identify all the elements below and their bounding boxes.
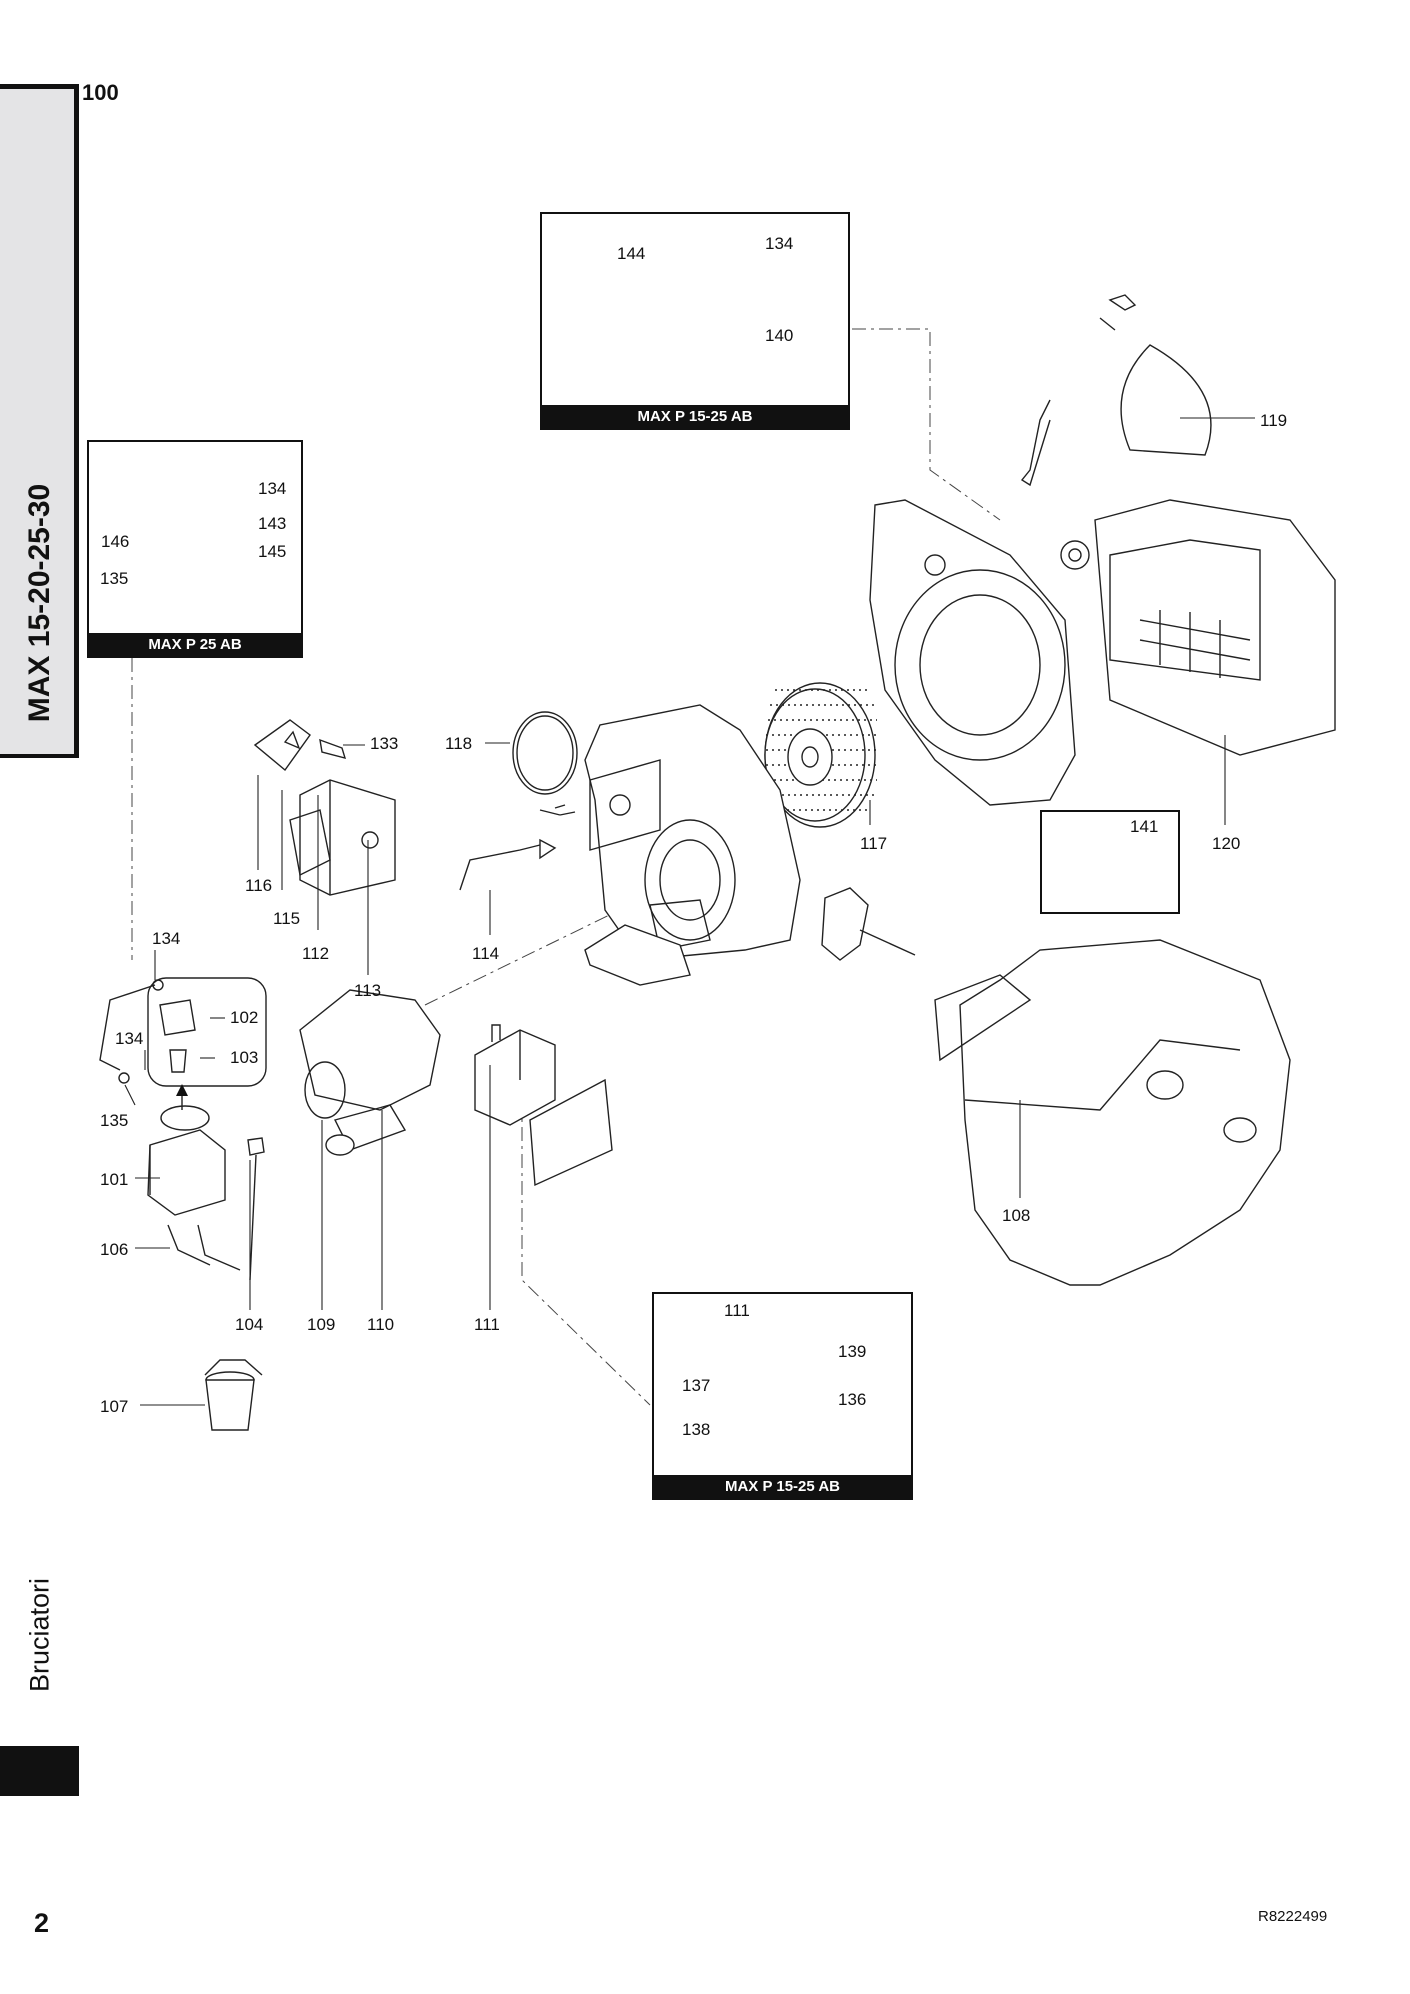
callout-138: 138 <box>682 1420 711 1439</box>
callout-140: 140 <box>765 326 794 345</box>
callout-111: 111 <box>724 1301 750 1320</box>
callout-118: 118 <box>445 734 473 753</box>
callout-135: 135 <box>100 569 129 588</box>
callout-145: 145 <box>258 542 287 561</box>
inset-top: MAX P 15-25 AB <box>540 212 850 430</box>
part-117-fan-wheel <box>764 682 879 828</box>
callout-146: 146 <box>101 532 130 551</box>
callout-113: 113 <box>354 981 382 1000</box>
callout-144: 144 <box>617 244 646 263</box>
callout-134: 134 <box>152 929 181 948</box>
part-108-cover <box>934 939 1291 1286</box>
part-120-air-box <box>1094 499 1336 756</box>
part-106-hoses <box>167 1224 241 1271</box>
part-pipe <box>99 984 156 1071</box>
inset-left-label: MAX P 25 AB <box>89 633 301 656</box>
part-112-control-box <box>289 779 396 896</box>
callout-134: 134 <box>765 234 794 253</box>
callout-143: 143 <box>258 514 287 533</box>
part-bracket <box>584 924 691 986</box>
callout-104: 104 <box>235 1315 264 1334</box>
part-flange-plate <box>821 887 869 961</box>
callout-102: 102 <box>230 1008 259 1027</box>
part-114-lead <box>459 844 541 891</box>
part-118-o-ring <box>512 711 578 795</box>
inset-clip <box>1040 810 1180 914</box>
callout-137: 137 <box>682 1376 711 1395</box>
callout-119: 119 <box>1260 411 1288 430</box>
part-housing-flange <box>869 499 1090 806</box>
sidebar-tab <box>0 84 79 754</box>
solenoid-inset-frame <box>147 977 267 1087</box>
callout-136: 136 <box>838 1390 867 1409</box>
part-gasket <box>529 1078 613 1187</box>
callout-107: 107 <box>100 1397 129 1416</box>
part-burner-housing <box>584 704 801 961</box>
part-133-plug <box>319 738 347 759</box>
callout-101: 101 <box>100 1170 129 1189</box>
part-104-nipple <box>247 1137 265 1156</box>
part-119-disc <box>1020 294 1212 487</box>
connector-line <box>852 328 1001 521</box>
document-code: R8222499 <box>1258 1908 1328 1925</box>
callout-135: 135 <box>100 1111 129 1130</box>
callout-103: 103 <box>230 1048 259 1067</box>
callout-120: 120 <box>1212 834 1241 853</box>
callout-133: 133 <box>370 734 399 753</box>
inset-top-label: MAX P 15-25 AB <box>542 405 848 428</box>
part-116-warning-label <box>253 719 311 772</box>
callout-114: 114 <box>472 944 500 963</box>
callout-111: 111 <box>474 1315 500 1334</box>
connector-line <box>424 899 641 1006</box>
callout-116: 116 <box>245 876 273 895</box>
callout-117: 117 <box>860 834 888 853</box>
page-code: 100 <box>82 80 119 105</box>
callout-112: 112 <box>302 944 330 963</box>
callout-134: 134 <box>258 479 287 498</box>
callout-109: 109 <box>307 1315 336 1334</box>
callout-108: 108 <box>1002 1206 1031 1225</box>
inset-left: MAX P 25 AB <box>87 440 303 658</box>
callout-134: 134 <box>115 1029 144 1048</box>
callout-115: 115 <box>273 909 301 928</box>
callout-106: 106 <box>100 1240 129 1259</box>
callout-139: 139 <box>838 1342 867 1361</box>
category-marker <box>0 1746 79 1796</box>
part-113-motor <box>299 989 441 1156</box>
part-107-filter <box>204 1359 263 1431</box>
callout-141: 141 <box>1130 817 1159 836</box>
inset-bottom: MAX P 15-25 AB <box>652 1292 913 1500</box>
sidebar-divider <box>0 754 79 758</box>
inset-bottom-label: MAX P 15-25 AB <box>654 1475 911 1498</box>
connector-line <box>521 1100 651 1406</box>
callout-110: 110 <box>367 1315 395 1334</box>
part-101-pump <box>147 1105 226 1216</box>
page-number: 2 <box>34 1908 50 1938</box>
part-111-transformer <box>474 1024 556 1126</box>
